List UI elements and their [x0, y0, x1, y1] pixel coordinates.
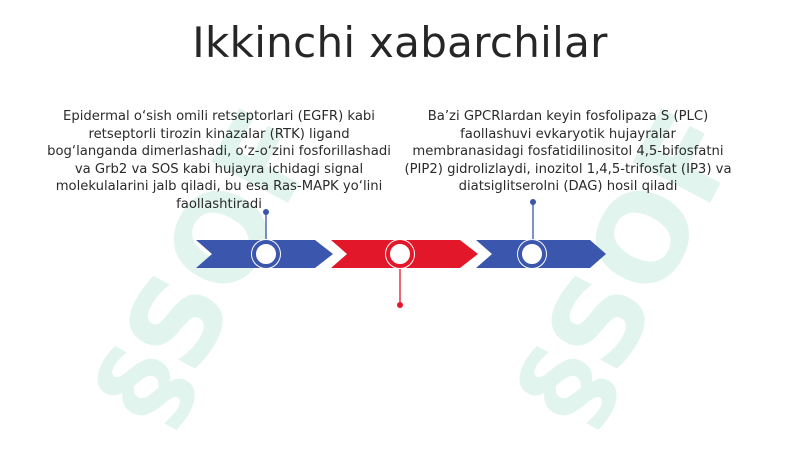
milestone-ring-right	[518, 240, 546, 268]
timeline-note-plc: Ba’zi GPCRlardan keyin fosfolipaza S (PL…	[404, 109, 732, 194]
milestone-ring-left	[252, 240, 280, 268]
milestone-ring-middle	[386, 240, 414, 268]
connector-dot-left	[263, 209, 269, 215]
connector-dot-middle	[397, 302, 403, 308]
timeline-note-egfr: Epidermal o‘sish omili retseptorlari (EG…	[47, 109, 391, 212]
connector-dot-right	[530, 199, 536, 205]
slide-title: Ikkinchi xabarchilar	[192, 18, 608, 67]
